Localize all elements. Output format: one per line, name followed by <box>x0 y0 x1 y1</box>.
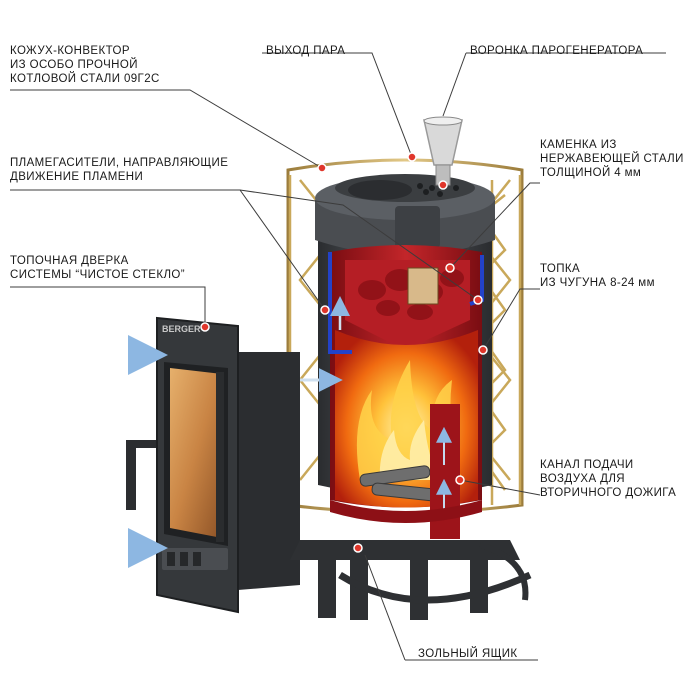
air-intake-arrows <box>92 296 350 568</box>
label-heater-line1: КАМЕНКА ИЗ <box>540 139 617 151</box>
label-air-channel-line1: КАНАЛ ПОДАЧИ <box>540 459 634 471</box>
label-flame-dividers: ПЛАМЕГАСИТЕЛИ, НАПРАВЛЯЮЩИЕ ДВИЖЕНИЕ ПЛА… <box>10 156 228 184</box>
label-air-channel-line3: ВТОРИЧНОГО ДОЖИГА <box>540 487 677 499</box>
label-funnel: ВОРОНКА ПАРОГЕНЕРАТОРА <box>470 45 644 57</box>
label-steam-outlet: ВЫХОД ПАРА <box>266 45 346 57</box>
callout-dots <box>200 152 488 553</box>
label-ash-box: ЗОЛЬНЫЙ ЯЩИК <box>418 648 518 660</box>
label-convector-line3: КОТЛОВОЙ СТАЛИ 09Г2С <box>10 73 160 85</box>
label-flame-dividers-line1: ПЛАМЕГАСИТЕЛИ, НАПРАВЛЯЮЩИЕ <box>10 157 229 169</box>
label-heater-line2: НЕРЖАВЕЮЩЕЙ СТАЛИ <box>540 153 684 165</box>
label-door-line2: СИСТЕМЫ “ЧИСТОЕ СТЕКЛО” <box>10 269 185 281</box>
label-air-channel: КАНАЛ ПОДАЧИ ВОЗДУХА ДЛЯ ВТОРИЧНОГО ДОЖИ… <box>540 458 676 500</box>
label-firebox-line2: ИЗ ЧУГУНА 8-24 мм <box>540 277 655 289</box>
firebox-door: BERGER <box>126 316 300 614</box>
leader-lines <box>10 52 666 661</box>
stove-base <box>290 540 532 620</box>
label-convector: КОЖУХ-КОНВЕКТОР ИЗ ОСОБО ПРОЧНОЙ КОТЛОВО… <box>10 44 160 86</box>
cutaway-interior <box>328 245 484 539</box>
label-heater-line3: ТОЛЩИНОЙ 4 мм <box>540 167 642 179</box>
label-air-channel-line2: ВОЗДУХА ДЛЯ <box>540 473 625 485</box>
label-firebox-line1: ТОПКА <box>540 263 581 275</box>
steam-funnel <box>423 116 463 186</box>
brand-logo: BERGER <box>162 324 201 334</box>
label-convector-line1: КОЖУХ-КОНВЕКТОР <box>10 45 130 57</box>
label-door-line1: ТОПОЧНАЯ ДВЕРКА <box>10 255 129 267</box>
label-convector-line2: ИЗ ОСОБО ПРОЧНОЙ <box>10 59 138 71</box>
label-heater: КАМЕНКА ИЗ НЕРЖАВЕЮЩЕЙ СТАЛИ ТОЛЩИНОЙ 4 … <box>540 138 684 180</box>
label-door: ТОПОЧНАЯ ДВЕРКА СИСТЕМЫ “ЧИСТОЕ СТЕКЛО” <box>10 254 185 282</box>
label-flame-dividers-line2: ДВИЖЕНИЕ ПЛАМЕНИ <box>10 171 144 183</box>
label-firebox: ТОПКА ИЗ ЧУГУНА 8-24 мм <box>540 262 655 290</box>
